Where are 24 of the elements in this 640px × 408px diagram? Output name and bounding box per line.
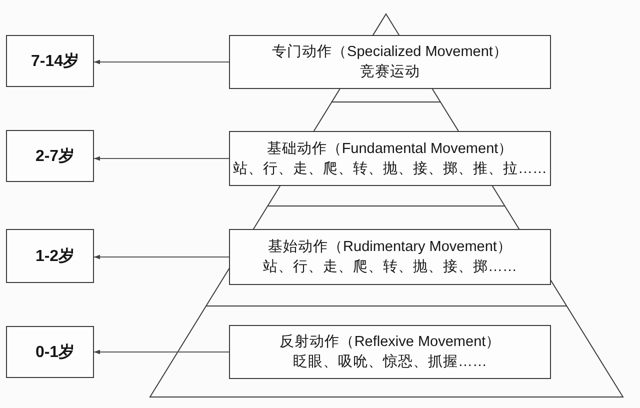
arrow	[94, 60, 230, 64]
level-title: 专门动作（Specialized Movement）	[272, 42, 508, 62]
arrow	[94, 254, 230, 260]
age-box	[6, 326, 94, 378]
level-examples: 眨眼、吸吮、惊恐、抓握……	[293, 353, 487, 372]
level-examples: 竞赛运动	[360, 62, 420, 82]
level-box	[229, 131, 551, 186]
level-title: 基始动作（Rudimentary Movement）	[268, 238, 512, 257]
level-box	[229, 35, 551, 89]
arrow	[94, 350, 230, 354]
level-title: 基础动作（Fundamental Movement）	[266, 140, 514, 158]
arrow	[94, 156, 230, 161]
level-examples: 站、行、走、爬、转、抛、接、掷……	[263, 258, 517, 277]
level-title: 反射动作（Reflexive Movement）	[279, 333, 501, 352]
level-box	[229, 229, 551, 285]
age-label: 7-14岁	[30, 52, 80, 72]
age-box	[6, 130, 94, 182]
age-label: 0-1岁	[35, 342, 75, 362]
age-label: 2-7岁	[35, 146, 75, 166]
level-examples: 站、行、走、爬、转、抛、接、掷、推、拉……	[233, 160, 547, 178]
age-box	[6, 35, 94, 87]
age-box	[6, 229, 94, 283]
level-box	[229, 325, 551, 379]
age-label: 1-2岁	[35, 246, 75, 266]
